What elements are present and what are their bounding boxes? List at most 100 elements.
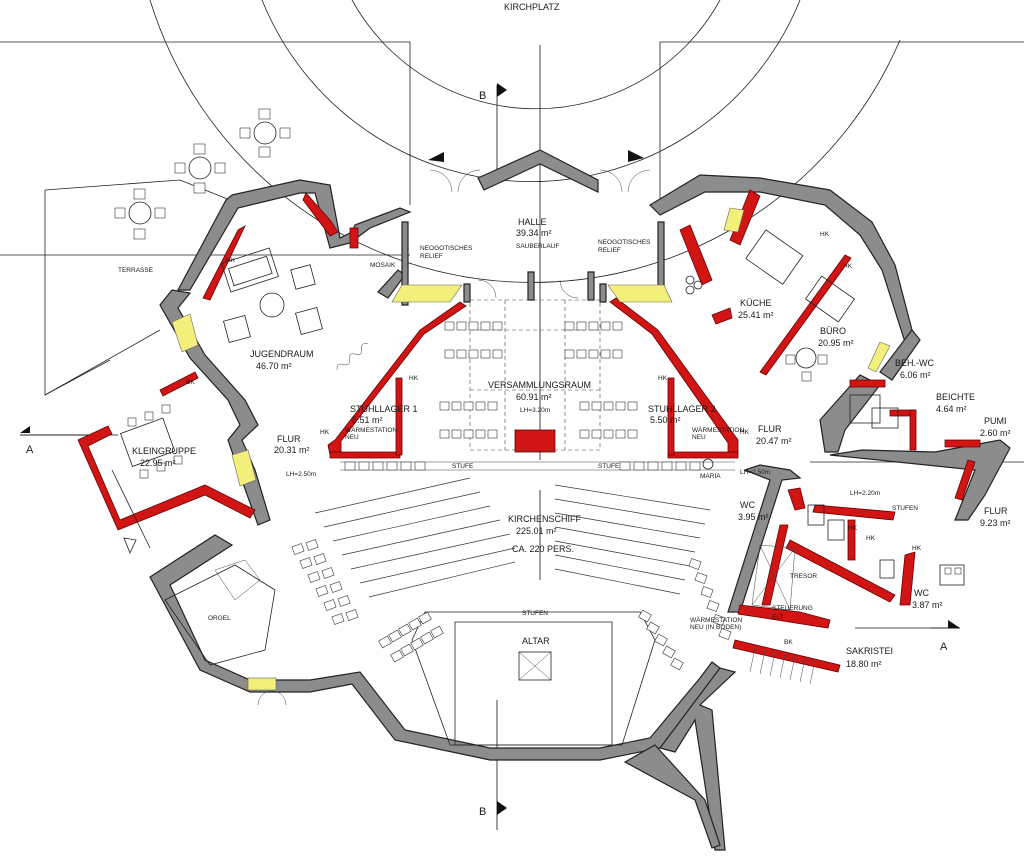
chair — [329, 581, 343, 593]
chair — [603, 429, 614, 439]
beichte-name: BEICHTE — [936, 392, 975, 402]
chair — [646, 621, 660, 635]
hk-label-10: HK — [912, 545, 922, 552]
chair — [430, 625, 444, 639]
chair — [331, 613, 345, 625]
chair — [156, 462, 166, 472]
versammlung-area: 60.91 m² — [516, 392, 552, 402]
tresor-label: TRESOR — [790, 573, 817, 580]
section-a-right-arrow — [948, 620, 960, 628]
chair — [344, 461, 356, 471]
chair — [439, 401, 450, 411]
chair — [388, 629, 402, 643]
terrace-furniture — [114, 108, 291, 240]
chair — [451, 401, 462, 411]
labels: KIRCHPLATZ TERRASSE HALLE 39.34 m² SAUBE… — [118, 2, 1011, 669]
chair — [647, 461, 659, 471]
buero-area: 20.95 m² — [818, 338, 854, 348]
flur-right-name: FLUR — [758, 424, 782, 434]
waermestation-right-1: WÄRMESTATION — [692, 426, 744, 434]
hk-label-5: HK — [740, 429, 750, 436]
chair — [627, 429, 638, 439]
wc1-area: 3.95 m² — [738, 512, 769, 522]
lh-220-label: LH=2.20m — [850, 490, 880, 497]
waermestation-sakristei-2: NEU (IN BODEN) — [690, 624, 741, 631]
chair — [307, 571, 321, 583]
chair — [487, 429, 498, 439]
chair — [418, 611, 432, 625]
chair — [398, 623, 412, 637]
flur-left-name: FLUR — [277, 434, 301, 444]
chair — [603, 401, 614, 411]
chair — [378, 635, 392, 649]
terrace-label: TERRASSE — [118, 267, 154, 274]
chair — [299, 557, 313, 569]
chair — [358, 461, 370, 471]
chair — [700, 586, 714, 598]
steuerung-2: ELT — [772, 614, 783, 621]
chair — [463, 429, 474, 439]
stuhllager1-name: STUHLLAGER 1 — [350, 404, 418, 414]
section-axis-b: B B A A — [20, 45, 960, 830]
steuerung-1: STEUERUNG — [772, 605, 813, 612]
new-openings — [171, 207, 891, 691]
chair — [315, 585, 329, 597]
site-lines — [0, 0, 1024, 629]
chair — [372, 461, 384, 471]
chair — [633, 461, 645, 471]
hk-label-2: HK — [409, 375, 419, 382]
halle-area: 39.34 m² — [516, 228, 552, 238]
pumi-area: 2.60 m² — [980, 428, 1011, 438]
hk-label-1: HK — [226, 257, 236, 264]
chair — [615, 401, 626, 411]
kirchenschiff-area: 225.01 m² — [516, 526, 557, 536]
bk-label-2: BK — [784, 639, 793, 646]
kirchenschiff-name: KIRCHENSCHIFF — [508, 514, 582, 524]
chair — [480, 321, 491, 331]
chair — [291, 543, 305, 555]
stuhllager2-area: 5.50 m² — [650, 415, 681, 425]
chair — [662, 645, 676, 659]
maria-label: MARIA — [700, 473, 721, 480]
kirchenschiff-persons: CA. 220 PERS. — [512, 544, 574, 554]
versammlung-height: LH=3.20m — [520, 407, 550, 414]
jugendraum-area: 46.70 m² — [256, 361, 292, 371]
waermestation-right-2: NEU — [692, 434, 706, 441]
chair — [323, 599, 337, 611]
chair — [321, 567, 335, 579]
chair — [615, 429, 626, 439]
chair — [600, 321, 611, 331]
chair — [619, 461, 631, 471]
chair — [492, 321, 503, 331]
kueche-area: 25.41 m² — [738, 310, 774, 320]
versammlung-name: VERSAMMLUNGSRAUM — [488, 380, 591, 390]
new-walls — [77, 189, 981, 673]
chair — [718, 628, 732, 640]
chair — [579, 429, 590, 439]
chair — [390, 649, 404, 663]
chair — [439, 429, 450, 439]
chair — [480, 349, 491, 359]
waermestation-left-1: WÄRMESTATION — [345, 426, 397, 434]
section-b-top-label: B — [479, 90, 486, 102]
wc1-name: WC — [740, 500, 755, 510]
chair — [456, 321, 467, 331]
flur-right-height: LH=2.50m — [740, 469, 770, 476]
chair — [588, 349, 599, 359]
chair — [591, 429, 602, 439]
orgel-label: ORGEL — [208, 615, 231, 622]
flur-small-name: FLUR — [984, 506, 1008, 516]
chair — [444, 321, 455, 331]
chair — [588, 321, 599, 331]
kleingruppe-name: KLEINGRUPPE — [132, 446, 196, 456]
section-b-bottom-arrow — [497, 801, 507, 815]
chair — [475, 401, 486, 411]
wc2-area: 3.87 m² — [912, 600, 943, 610]
chair — [638, 609, 652, 623]
relief-right-2: RELIEF — [598, 247, 621, 254]
section-b-bottom-label: B — [479, 806, 486, 818]
stuhllager1-area: 5.51 m² — [352, 415, 383, 425]
section-b-top-arrow — [497, 83, 507, 97]
bk-label-1: BK — [186, 379, 195, 386]
